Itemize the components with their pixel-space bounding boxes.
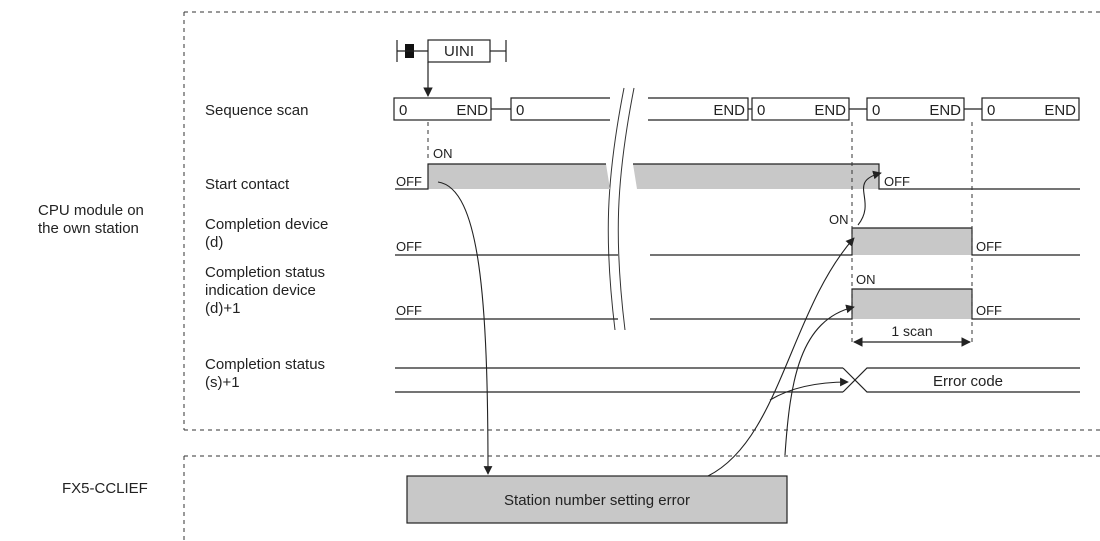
scan-start-label: 0 (757, 102, 765, 119)
cpu-group-frame (183, 11, 1100, 431)
scan-start-label: 0 (872, 102, 880, 119)
status-indication-label-1: Completion status (205, 264, 326, 281)
scan-end-label: END (1044, 102, 1076, 119)
off-label: OFF (976, 303, 1002, 318)
completion-to-start-reset-arrow (857, 170, 882, 226)
off-label: OFF (396, 239, 422, 254)
off-label: OFF (396, 303, 422, 318)
cpu-group-label-line2: the own station (38, 220, 139, 237)
off-label: OFF (396, 174, 422, 189)
module-to-indication-arrow (784, 304, 855, 456)
off-label: OFF (976, 239, 1002, 254)
completion-status-label-2: (s)+1 (205, 374, 240, 391)
sequence-scan-label: Sequence scan (205, 102, 309, 119)
scan-labels: 0 END 0 END 0 END 0 END 0 END (399, 102, 1076, 119)
causal-arrows (437, 170, 882, 477)
completion-device-label-2: (d) (205, 234, 224, 251)
time-break (607, 87, 635, 331)
module-group-frame (183, 455, 1100, 541)
cpu-group-label-line1: CPU module on (38, 202, 144, 219)
completion-device-label-1: Completion device (205, 216, 329, 233)
on-label: ON (433, 146, 453, 161)
completion-status-bus (395, 367, 1080, 393)
sequence-scan-row (393, 97, 1080, 121)
status-indication-label-2: indication device (205, 282, 316, 299)
completion-status-label-1: Completion status (205, 356, 326, 373)
one-scan-label: 1 scan (891, 323, 932, 339)
scan-end-label: END (814, 102, 846, 119)
module-group-label: FX5-CCLIEF (62, 480, 148, 497)
state-labels: ON OFF OFF ON OFF OFF ON OFF OFF (396, 146, 1002, 318)
start-to-module-arrow (437, 181, 493, 475)
uini-instruction-symbol (396, 39, 507, 97)
scan-start-label: 0 (516, 102, 524, 119)
scan-end-label: END (929, 102, 961, 119)
station-error-label: Station number setting error (504, 492, 690, 509)
module-to-status-arrow (769, 377, 849, 401)
on-label: ON (856, 272, 876, 287)
on-label: ON (829, 212, 849, 227)
completion-device-signal (395, 227, 1080, 256)
scan-end-label: END (713, 102, 745, 119)
error-code-label: Error code (933, 373, 1003, 390)
status-indication-signal (395, 288, 1080, 320)
status-indication-label-3: (d)+1 (205, 300, 241, 317)
scan-start-label: 0 (399, 102, 407, 119)
start-contact-label: Start contact (205, 176, 290, 193)
scan-end-label: END (456, 102, 488, 119)
module-to-completion-arrow (707, 237, 855, 477)
scan-start-label: 0 (987, 102, 995, 119)
start-contact-signal (395, 163, 1080, 190)
uini-label: UINI (444, 43, 474, 60)
station-error-box (406, 475, 788, 524)
off-label: OFF (884, 174, 910, 189)
